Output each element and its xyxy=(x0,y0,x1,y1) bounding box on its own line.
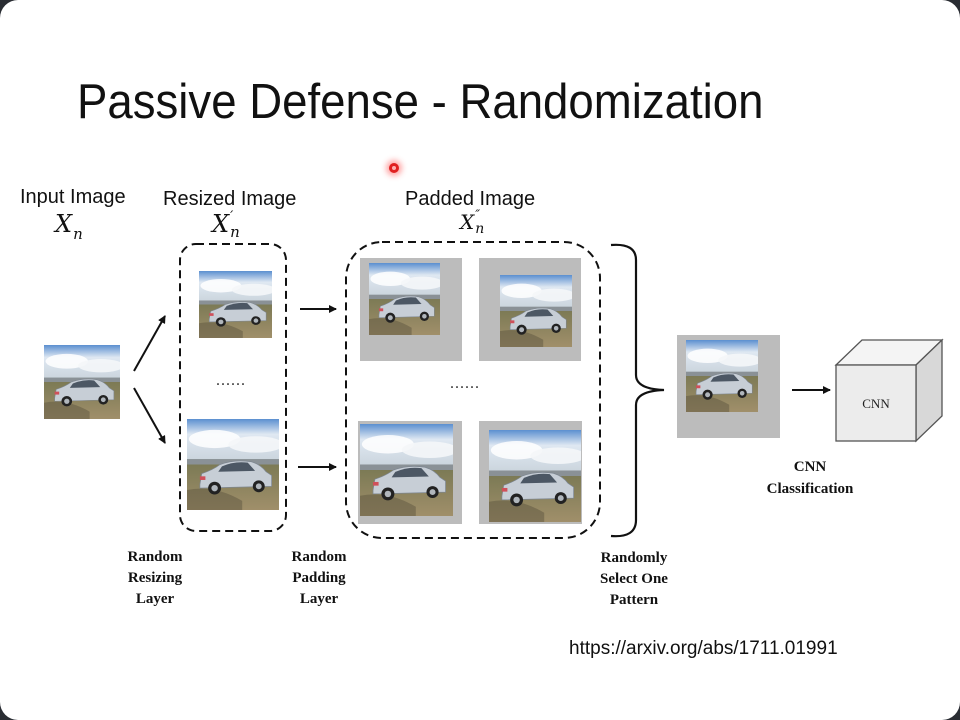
resized-symbol-prime: ′ xyxy=(230,209,234,225)
cnn-box-label: CNN xyxy=(862,396,890,411)
padded-symbol-scripts: ″ n xyxy=(475,208,485,237)
input-image-symbol: X n xyxy=(55,210,83,242)
resized-image-heading: Resized Image xyxy=(163,188,297,210)
caption-line: Pattern xyxy=(609,592,659,608)
car-photo xyxy=(187,419,279,510)
padded-car-image-2 xyxy=(500,275,572,347)
resized-ellipsis: ...... xyxy=(216,372,246,389)
car-photo xyxy=(369,263,440,335)
cnn-cube xyxy=(834,338,944,443)
resized-symbol-subscript: n xyxy=(230,223,240,241)
resized-car-image-large xyxy=(187,419,279,510)
car-photo xyxy=(360,424,453,516)
selected-car-image xyxy=(686,340,758,412)
caption-line: Layer xyxy=(299,591,339,607)
arrow-input-to-resized-top xyxy=(133,315,166,372)
padded-symbol-base: X xyxy=(460,210,475,234)
reference-url[interactable]: https://arxiv.org/abs/1711.01991 xyxy=(569,638,838,659)
random-resizing-layer-caption: Random Resizing Layer xyxy=(110,547,200,610)
caption-line: Random xyxy=(291,549,347,565)
padded-ellipsis: ...... xyxy=(450,375,480,392)
padded-symbol-prime: ″ xyxy=(475,208,481,223)
padded-group-box xyxy=(345,241,601,539)
slide-title: Passive Defense - Randomization xyxy=(77,75,764,129)
caption-line: Padding xyxy=(292,570,346,586)
caption-line: Select One xyxy=(600,571,668,587)
car-photo xyxy=(44,345,120,419)
input-image-heading: Input Image xyxy=(20,186,126,208)
input-car-image xyxy=(44,345,120,419)
input-symbol-base: X xyxy=(55,210,73,238)
car-photo xyxy=(489,430,581,522)
caption-line: Random xyxy=(127,549,183,565)
padded-car-image-1 xyxy=(369,263,440,335)
resized-symbol-base: X xyxy=(212,210,230,238)
random-padding-layer-caption: Random Padding Layer xyxy=(273,547,365,610)
cnn-classification-caption: CNN Classification xyxy=(750,456,870,500)
resized-image-symbol: X ′ n xyxy=(212,210,240,240)
randomly-select-pattern-caption: Randomly Select One Pattern xyxy=(584,548,684,611)
select-bracket xyxy=(610,243,665,538)
caption-line: Randomly xyxy=(600,550,668,566)
padded-car-image-4 xyxy=(489,430,581,522)
arrow-input-to-resized-bottom xyxy=(133,387,166,444)
padded-image-heading: Padded Image xyxy=(405,188,536,210)
laser-pointer xyxy=(389,163,399,173)
caption-line: Layer xyxy=(135,591,175,607)
padded-car-image-3 xyxy=(360,424,453,516)
resized-symbol-scripts: ′ n xyxy=(230,210,240,240)
caption-line: Resizing xyxy=(127,570,183,586)
resized-car-image-small xyxy=(199,271,272,338)
caption-line: CNN xyxy=(793,459,827,475)
padded-image-symbol: X ″ n xyxy=(460,208,485,237)
car-photo xyxy=(500,275,572,347)
car-photo xyxy=(686,340,758,412)
car-photo xyxy=(199,271,272,338)
input-symbol-subscript: n xyxy=(73,225,83,243)
padded-symbol-subscript: n xyxy=(475,221,485,237)
caption-line: Classification xyxy=(766,481,854,497)
resized-group-box xyxy=(179,243,287,532)
